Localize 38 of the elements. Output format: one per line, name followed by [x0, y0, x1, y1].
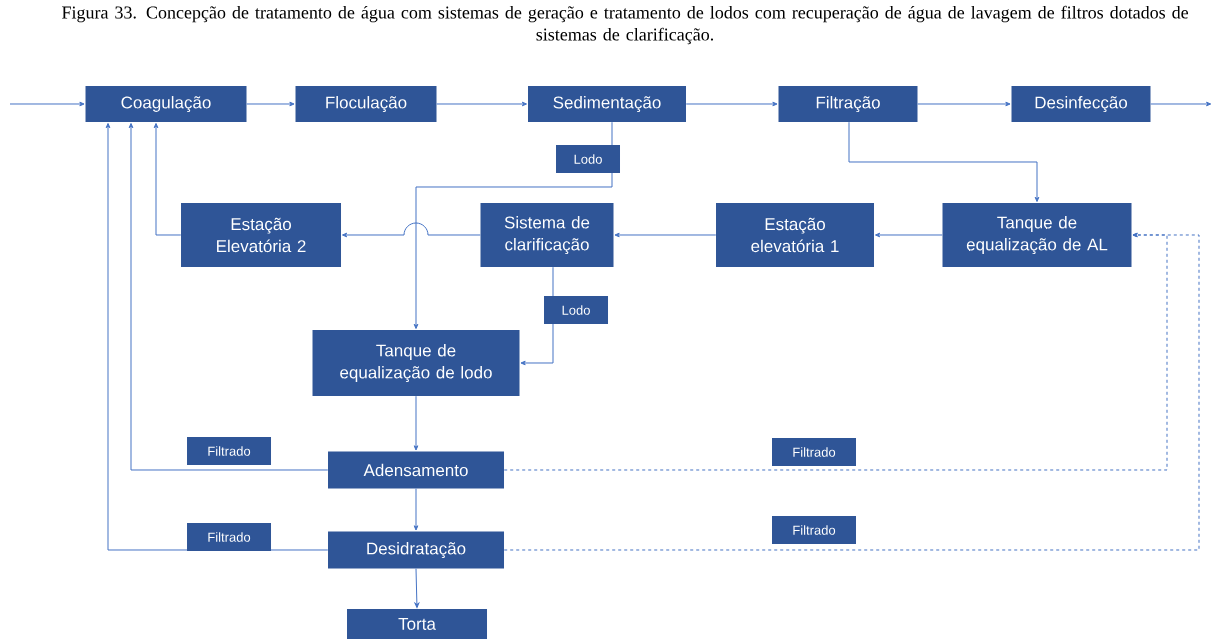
process-box: Coagulação — [85, 86, 247, 122]
process-box: Floculação — [295, 86, 437, 122]
arrow — [917, 101, 1011, 107]
process-box: Tanque de equalização de AL — [942, 203, 1132, 267]
process-box: Desidratação — [328, 531, 504, 569]
arrow — [875, 232, 943, 238]
process-box: Adensamento — [328, 451, 504, 489]
arrow — [246, 101, 295, 107]
arrow — [503, 232, 1200, 551]
process-box: Sistema de clarificação — [480, 203, 614, 267]
process-box: Filtração — [778, 86, 918, 122]
edge-label: Filtrado — [772, 516, 856, 544]
arrow — [342, 222, 481, 238]
arrow — [413, 395, 419, 451]
edge-label: Lodo — [556, 145, 620, 173]
edge-label: Filtrado — [187, 523, 271, 551]
process-box: Tanque de equalização de lodo — [312, 330, 520, 396]
arrow — [153, 122, 182, 236]
process-box: Estação elevatória 1 — [716, 203, 874, 267]
process-box: Sedimentação — [528, 86, 686, 122]
arrow — [436, 101, 528, 107]
edge-label: Lodo — [544, 296, 608, 324]
process-box: Estação Elevatória 2 — [181, 203, 341, 267]
arrow — [413, 121, 613, 330]
figure-caption: Figura 33. Concepção de tratamento de água com sistemas de geração e tratamento de lodos com recuperação de água de lavagem de filtros dotados de sistemas de clarificação. — [62, 5, 1189, 45]
arrow — [9, 101, 85, 107]
arrow — [614, 232, 717, 238]
process-box: Torta — [347, 609, 487, 639]
arrow — [128, 122, 329, 471]
arrow — [848, 121, 1040, 203]
arrow — [503, 232, 1168, 471]
arrow — [685, 101, 778, 107]
process-box: Desinfecção — [1011, 86, 1151, 122]
arrow — [413, 488, 419, 531]
arrow — [414, 568, 420, 608]
edge-label: Filtrado — [187, 437, 271, 465]
edge-label: Filtrado — [772, 438, 856, 466]
arrow — [1150, 101, 1212, 107]
